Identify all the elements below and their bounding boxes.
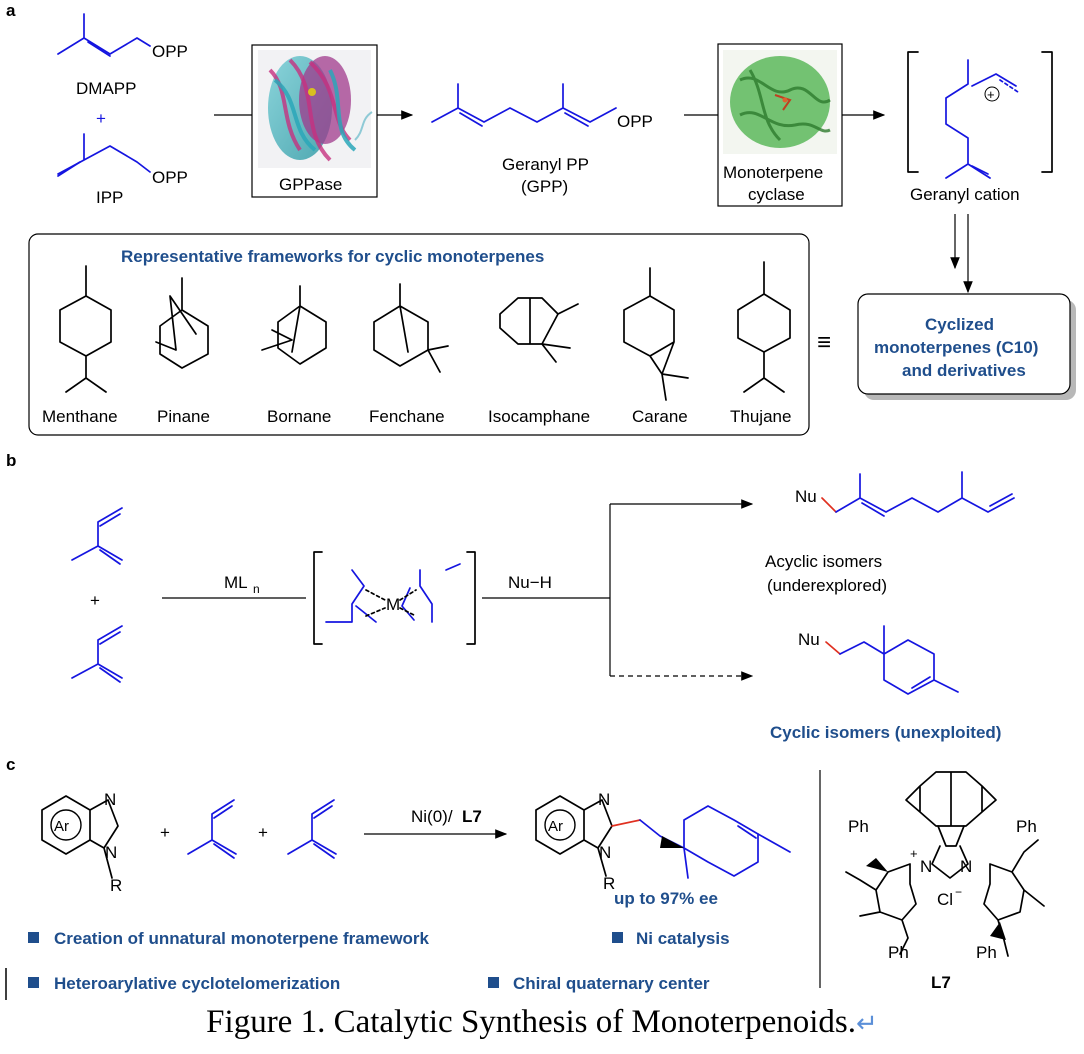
cation-charge: +: [987, 87, 995, 102]
ar-label-product: Ar: [548, 818, 563, 835]
n-bottom-reactant: N: [105, 843, 117, 862]
panel-b-letter: b: [6, 451, 16, 470]
ligand-ph-4: Ph: [976, 943, 997, 962]
ligand-label: L7: [931, 973, 951, 992]
ipp-label: IPP: [96, 188, 123, 207]
equivalence-sign: ≡: [817, 329, 831, 356]
plus-sign: +: [96, 109, 106, 128]
r-product: R: [603, 874, 615, 893]
caption-return-mark: ↵: [856, 1009, 878, 1038]
cyclic-label: Cyclic isomers (unexploited): [770, 723, 1001, 742]
isoprene-structure-bottom: [71, 625, 123, 683]
ligand-n-1: N: [920, 857, 932, 876]
bullet-square-3: [488, 977, 499, 988]
ligand-cl-charge: −: [955, 885, 962, 899]
nucleophile-label: Nu−H: [508, 573, 552, 592]
cyclized-line-2: monoterpenes (C10): [874, 338, 1038, 357]
frameworks-box: [28, 233, 810, 436]
bullet-square-1: [612, 932, 623, 943]
framework-label-5: Carane: [632, 407, 688, 426]
pinane-structure: [155, 277, 209, 369]
ligand-cl: Cl: [937, 890, 953, 909]
caption-text: Figure 1. Catalytic Synthesis of Monoter…: [206, 1004, 857, 1040]
ligand-n-2: N: [960, 857, 972, 876]
carane-structure: [623, 267, 689, 401]
ligand-charge: +: [910, 846, 918, 861]
n-top-reactant: N: [104, 790, 116, 809]
r-reactant: R: [110, 876, 122, 895]
gpp-label-1: Geranyl PP: [502, 155, 589, 174]
cation-label: Geranyl cation: [910, 185, 1020, 204]
fenchane-structure: [373, 283, 449, 373]
panel-b-plus: +: [90, 591, 100, 610]
geranyl-cation-structure: [907, 51, 1053, 179]
acyclic-label-1: Acyclic isomers: [765, 552, 882, 571]
conditions-metal: Ni(0)/: [411, 807, 453, 826]
framework-label-1: Pinane: [157, 407, 210, 426]
framework-label-4: Isocamphane: [488, 407, 590, 426]
catalyst-ml: ML: [224, 573, 248, 592]
figure-caption: Figure 1. Catalytic Synthesis of Monoter…: [0, 1004, 1084, 1041]
bullet-square-2: [28, 977, 39, 988]
bullet-3: Chiral quaternary center: [513, 974, 710, 993]
dmapp-opp: OPP: [152, 42, 188, 61]
acyclic-label-2: (underexplored): [767, 576, 887, 595]
cyclized-line-1: Cyclized: [925, 315, 994, 334]
ligand-ph-2: Ph: [1016, 817, 1037, 836]
dmapp-label: DMAPP: [76, 79, 136, 98]
menthane-structure: [59, 265, 112, 393]
catalyst-sub: n: [253, 582, 260, 596]
gpp-structure: [431, 83, 617, 127]
bullet-1: Ni catalysis: [636, 929, 730, 948]
bullet-0: Creation of unnatural monoterpene framew…: [54, 929, 430, 948]
ar-label-reactant: Ar: [54, 818, 69, 835]
cyclized-box: [857, 293, 1071, 395]
ipp-opp: OPP: [152, 168, 188, 187]
metal-diene-complex: [313, 551, 476, 645]
bornane-structure: [261, 285, 327, 365]
isoprene-structure-c2: [287, 799, 337, 859]
frameworks-title: Representative frameworks for cyclic mon…: [121, 247, 544, 266]
gppase-protein-image: [251, 44, 378, 198]
cyclase-label-2: cyclase: [748, 185, 805, 204]
cyclic-product-structure: [825, 625, 959, 695]
cyclic-nu: Nu: [798, 630, 820, 649]
figure-canvas: a OPP DMAPP + OPP IPP GPPase OPP Geranyl…: [5, 1, 1076, 1000]
isoprene-structure-top: [71, 507, 123, 565]
benzimidazole-structure: [41, 795, 119, 879]
ligand-ph-3: Ph: [888, 943, 909, 962]
n-top-product: N: [598, 790, 610, 809]
framework-label-6: Thujane: [730, 407, 791, 426]
cyclase-protein-image: [717, 43, 843, 207]
plus-2: +: [258, 823, 268, 842]
plus-1: +: [160, 823, 170, 842]
framework-label-0: Menthane: [42, 407, 118, 426]
bullet-square-0: [28, 932, 39, 943]
panel-a-letter: a: [6, 1, 16, 20]
ee-label: up to 97% ee: [614, 889, 718, 908]
bullet-2: Heteroarylative cyclotelomerization: [54, 974, 340, 993]
conditions-ligand: L7: [462, 807, 482, 826]
dmapp-structure: [57, 13, 151, 57]
ligand-ph-1: Ph: [848, 817, 869, 836]
cyclized-line-3: and derivatives: [902, 361, 1026, 380]
cyclase-label-1: Monoterpene: [723, 163, 823, 182]
thujane-structure: [737, 261, 791, 393]
acyclic-product-structure: [821, 471, 1015, 517]
n-bottom-product: N: [599, 843, 611, 862]
product-structure-c: [535, 795, 791, 879]
gpp-opp: OPP: [617, 112, 653, 131]
isocamphane-structure: [499, 297, 579, 363]
gppase-label: GPPase: [279, 175, 342, 194]
ipp-structure: [57, 133, 151, 177]
isoprene-structure-c1: [187, 799, 237, 859]
gpp-label-2: (GPP): [521, 177, 568, 196]
acyclic-nu: Nu: [795, 487, 817, 506]
ligand-l7-structure: [845, 771, 1045, 957]
framework-label-3: Fenchane: [369, 407, 445, 426]
framework-label-2: Bornane: [267, 407, 331, 426]
metal-label: M: [386, 595, 400, 614]
panel-c-letter: c: [6, 755, 15, 774]
